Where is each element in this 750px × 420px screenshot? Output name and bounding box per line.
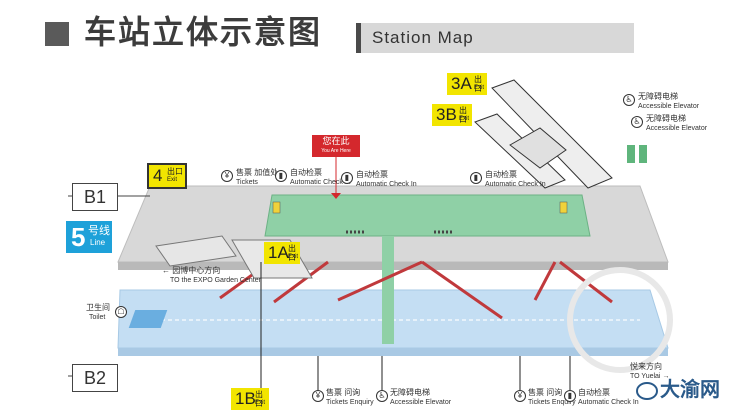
elevator-top-2-cn: 无障碍电梯 [646, 114, 686, 123]
exit-3a-tag: 3A 出口 Exit [447, 73, 487, 95]
exit-3a-cn: 出口 [474, 75, 482, 93]
toilet-block [128, 310, 168, 328]
gate-icon-2: ▮ [341, 172, 353, 184]
header-title-bar [356, 23, 634, 53]
exit-1a-en: Exit [288, 254, 299, 260]
escalator-left-2 [273, 260, 329, 304]
elevator-shaft-2 [639, 145, 647, 163]
paid-area [264, 194, 591, 237]
you-are-here-tag: 您在此 You Are Here [312, 135, 360, 157]
elevator-shaft-1 [627, 145, 635, 163]
exit-4-label: 4 [153, 166, 163, 185]
tickets-b1-cn: 售票 加值处 [236, 168, 279, 177]
exit-3b-label: 3B [436, 105, 457, 124]
ticket-enquiry-icon-1: ¥ [312, 390, 324, 402]
watermark-circle [567, 267, 673, 373]
page-title-cn: 车站立体示意图 [84, 14, 323, 50]
escalator-mid-2 [421, 260, 503, 320]
page-title-en: Station Map [372, 28, 474, 47]
gate-icon-b2: ▮ [564, 390, 576, 402]
gate-bar-1 [272, 201, 281, 214]
exit-4-cn: 出口 [167, 167, 183, 176]
header-accent-bar [356, 23, 361, 53]
checkin-3-en: Automatic Check In [485, 181, 546, 188]
gate-bar-2 [559, 201, 568, 214]
yuelai-direction-en: TO Yuelai → [630, 373, 670, 380]
line-number: 5 [71, 222, 86, 252]
tickets-enquiry-2-en: Tickets Enquiry [528, 399, 576, 406]
checkin-b2-en: Automatic Check In [578, 399, 639, 406]
watermark-brand: 大渝网 [660, 379, 720, 401]
wechat-icon [636, 382, 658, 400]
expo-direction-en: TO the EXPO Garden Center [170, 277, 261, 284]
you-here-pointer [331, 193, 341, 199]
exit-1b-label: 1B [235, 389, 256, 408]
expo-direction-cn-text: 园博中心方向 [172, 266, 221, 275]
checkin-3-cn: 自动检票 [485, 170, 517, 179]
platform-column [382, 236, 394, 344]
checkin-2-en: Automatic Check In [356, 181, 417, 188]
elevator-b2-cn: 无障碍电梯 [390, 388, 430, 397]
you-are-here-en: You Are Here [321, 148, 351, 154]
exit-3a-label: 3A [451, 74, 472, 93]
level-b1-label: B1 [72, 183, 118, 211]
tickets-enquiry-2-cn: 售票 问询 [528, 388, 563, 397]
yuelai-direction-en-text: TO Yuelai [630, 373, 661, 380]
line-label-en: Line [90, 238, 106, 247]
you-are-here-cn: 您在此 [322, 136, 350, 146]
line-label-cn: 号线 [88, 225, 110, 237]
gate-icon-1: ▮ [275, 170, 287, 182]
gate-icon-3: ▮ [470, 172, 482, 184]
ticket-icon: ¥ [221, 170, 233, 182]
tickets-enquiry-1-cn: 售票 问询 [326, 388, 361, 397]
exit-1a-label: 1A [268, 243, 289, 262]
exit-3b-tag: 3B 出口 Exit [432, 104, 472, 126]
toilet-icon: ☖ [115, 306, 127, 318]
line-5-badge: 5 号线 Line [66, 221, 112, 253]
exit-1b-tag: 1B 出口 Exit [231, 388, 269, 410]
elevator-top-2-en: Accessible Elevator [646, 125, 708, 132]
elevator-top-1-en: Accessible Elevator [638, 103, 700, 110]
header-square-icon [45, 22, 69, 46]
checkin-1-cn: 自动检票 [290, 168, 322, 177]
checkin-2-cn: 自动检票 [356, 170, 388, 179]
b2-platform-edge [118, 348, 668, 356]
exit-1a-cn: 出口 [288, 244, 296, 262]
checkin-1-en: Automatic Check In [290, 179, 351, 186]
elevator-icon-1: ♿ [623, 94, 635, 106]
yuelai-direction-cn: 悦来方向 [630, 362, 662, 371]
exit-4-en: Exit [167, 177, 178, 183]
tickets-b1-en: Tickets [236, 179, 258, 186]
exit-3b-cn: 出口 [459, 106, 467, 124]
ticket-enquiry-icon-2: ¥ [514, 390, 526, 402]
elevator-top-1-cn: 无障碍电梯 [638, 92, 678, 101]
elevator-b2-en: Accessible Elevator [390, 399, 452, 406]
stair-west [155, 235, 237, 267]
escalator-right-1 [533, 261, 557, 301]
expo-direction-cn: ← 园博中心方向 [162, 266, 221, 275]
exit-1b-en: Exit [255, 400, 266, 406]
exit-1b-cn: 出口 [255, 390, 263, 408]
exit-1a-tag: 1A 出口 Exit [264, 242, 300, 264]
stair-3-landing [509, 127, 567, 169]
toilet-en: Toilet [89, 314, 106, 321]
exit-3b-en: Exit [459, 116, 470, 122]
escalator-mid-1 [337, 260, 423, 302]
checkin-b2-cn: 自动检票 [578, 388, 610, 397]
elevator-icon-b2: ♿ [376, 390, 388, 402]
exit-3a-en: Exit [474, 85, 485, 91]
elevator-icon-2: ♿ [631, 116, 643, 128]
tickets-enquiry-1-en: Tickets Enquiry [326, 399, 374, 406]
toilet-cn: 卫生间 [86, 303, 110, 312]
exit-4-tag: 4 出口 Exit [147, 163, 187, 189]
level-b2-label: B2 [72, 364, 118, 392]
